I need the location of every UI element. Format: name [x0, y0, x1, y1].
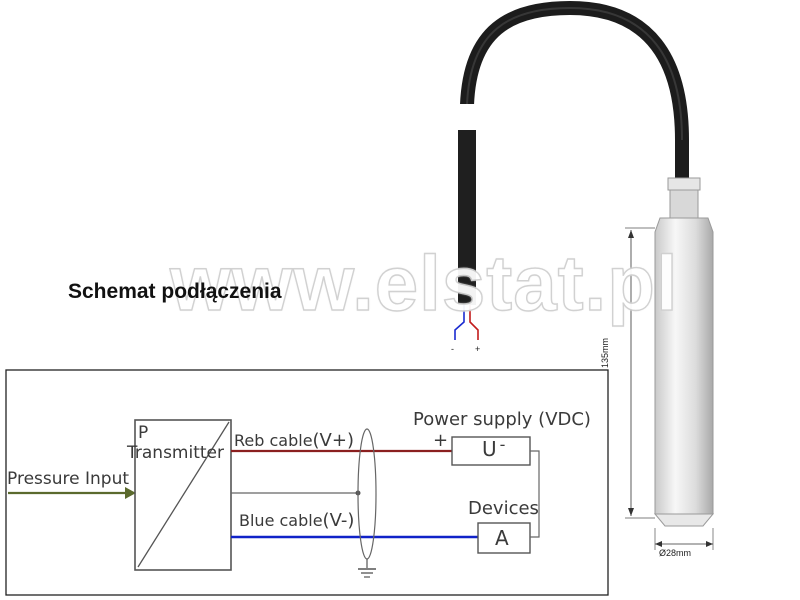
u-text: U: [482, 437, 497, 461]
plus-sign-label: +: [433, 430, 449, 451]
blue-cable-label: Blue cable(V-): [239, 510, 354, 531]
devices-label: Devices: [468, 498, 539, 519]
loop-wire: [530, 450, 540, 538]
page-title: Schemat podłączenia: [68, 280, 282, 303]
power-supply-text: Power supply: [413, 409, 533, 430]
a-label: A: [495, 526, 509, 550]
wire-minus-label: -: [451, 344, 454, 354]
blue-cable-text: Blue cable: [239, 511, 323, 530]
u-label: U-: [482, 435, 506, 461]
sensor-cable: [460, 0, 689, 178]
blue-cable-sign: (V-): [322, 510, 355, 531]
u-sign: -: [499, 435, 506, 454]
red-cable-sign: (V+): [312, 430, 354, 451]
sensor-cable-highlight: [466, 6, 683, 141]
schematic-frame: [5, 369, 609, 596]
devices-box: [477, 522, 531, 554]
transmitter-label: Transmitter: [127, 443, 224, 463]
cable-cut-end: [458, 130, 476, 305]
red-wire-lead: [469, 305, 479, 340]
sensor-top-ring: [667, 177, 701, 191]
diameter-label: Ø28mm: [659, 548, 692, 558]
watermark-text: www.elstat.pl: [169, 238, 679, 327]
transmitter-p-label: P: [138, 423, 149, 443]
power-supply-label: Power supply (VDC): [413, 409, 591, 430]
wire-plus-label: +: [475, 344, 481, 354]
power-supply-unit: (VDC): [538, 409, 591, 430]
transmitter-diagonal: [137, 421, 230, 568]
sensor-tip: [653, 513, 715, 527]
pressure-input-label: Pressure Input: [7, 469, 130, 489]
transmitter-box: [134, 419, 232, 571]
pressure-arrow-head: [125, 487, 136, 499]
red-cable-text: Reb cable: [234, 431, 313, 450]
red-cable-label: Reb cable(V+): [234, 430, 354, 451]
sensor-neck: [669, 189, 699, 219]
length-label: 135mm: [600, 337, 610, 368]
blue-wire-lead: [454, 305, 465, 340]
